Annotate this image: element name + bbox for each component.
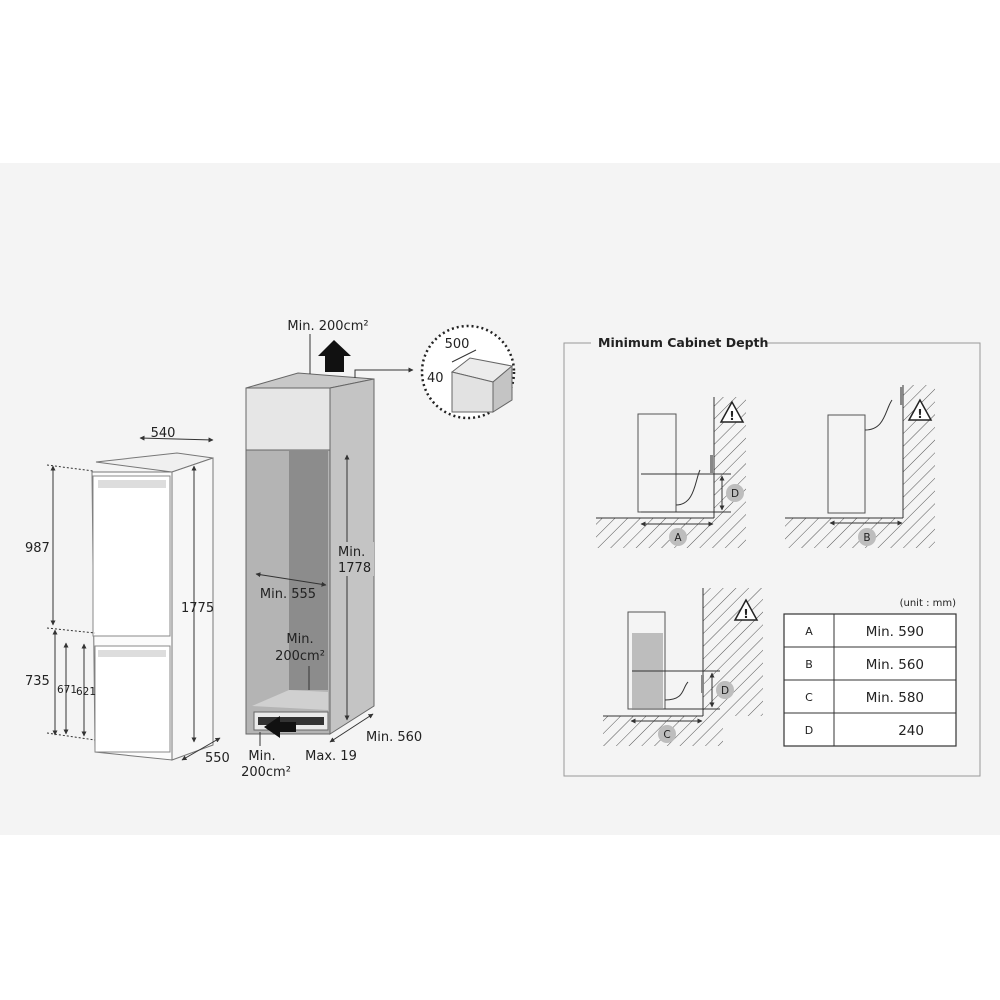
svg-text:!: ! bbox=[729, 409, 734, 423]
unit-label: (unit : mm) bbox=[900, 598, 956, 609]
table-key: D bbox=[805, 724, 813, 737]
table-key: C bbox=[805, 691, 813, 704]
top-vent-label: Min. 200cm² bbox=[287, 319, 368, 334]
panel-title: Minimum Cabinet Depth bbox=[598, 335, 768, 350]
warning-icon: ! bbox=[719, 400, 745, 423]
rear-vent-label-line1: Min. bbox=[286, 632, 313, 647]
upper-handle bbox=[98, 480, 166, 488]
plinth-label: Max. 19 bbox=[305, 749, 357, 764]
svg-text:!: ! bbox=[743, 607, 748, 621]
cabinet-depth-label: Min. 560 bbox=[366, 730, 422, 745]
cabinet-back-panel bbox=[289, 450, 328, 690]
rear-vent-label-line2: 200cm² bbox=[275, 649, 325, 664]
lower-dim-671-label: 671 bbox=[57, 684, 77, 696]
fridge-width-label: 540 bbox=[151, 426, 176, 441]
marker-c: C bbox=[663, 729, 670, 741]
cabinet-width-label: Min. 555 bbox=[260, 587, 316, 602]
detail-height-label: 40 bbox=[427, 371, 444, 386]
svg-text:!: ! bbox=[917, 407, 922, 421]
bottom-airflow-arrow-icon bbox=[264, 716, 296, 738]
fridge-height-label: 1775 bbox=[181, 601, 214, 616]
detail-width-label: 500 bbox=[445, 337, 470, 352]
marker-b: B bbox=[863, 532, 870, 544]
fridge-dimensions: 540 987 735 671 621 1775 550 bbox=[25, 426, 230, 766]
upper-door bbox=[92, 475, 171, 637]
lower-door bbox=[94, 645, 171, 753]
table-value: Min. 580 bbox=[866, 690, 924, 706]
depth-table: A Min. 590 B Min. 560 C Min. 580 D 240 bbox=[783, 613, 957, 747]
cabinet-top-box bbox=[245, 387, 331, 451]
table-key: B bbox=[805, 658, 813, 671]
warning-icon: ! bbox=[733, 598, 759, 621]
marker-d: D bbox=[731, 488, 739, 500]
fridge-depth-label: 550 bbox=[205, 751, 230, 766]
upper-door-height-label: 987 bbox=[25, 541, 50, 556]
lower-door-height-label: 735 bbox=[25, 674, 50, 689]
marker-d-c: D bbox=[721, 685, 729, 697]
cabinet-floor bbox=[252, 690, 328, 710]
table-value: Min. 590 bbox=[866, 624, 924, 640]
table-value: Min. 560 bbox=[866, 657, 924, 673]
marker-a: A bbox=[674, 532, 682, 544]
lower-handle bbox=[98, 650, 166, 657]
top-airflow-arrow-icon bbox=[318, 340, 351, 372]
diagram-c: D C ! bbox=[603, 588, 763, 746]
warning-icon: ! bbox=[907, 398, 933, 421]
table-key: A bbox=[805, 625, 813, 638]
table-value: 240 bbox=[898, 723, 924, 739]
cabinet-height-label-line1: Min. bbox=[338, 545, 365, 560]
cabinet-height-label-line2: 1778 bbox=[338, 561, 371, 576]
bottom-vent-label-line2: 200cm² bbox=[241, 765, 291, 780]
cabinet-dimensions: Min. 200cm² 500 40 Min. 1778 Min. 555 Mi… bbox=[241, 319, 516, 780]
lower-dim-621-label: 621 bbox=[76, 686, 96, 698]
bottom-vent-label-line1: Min. bbox=[248, 749, 275, 764]
diagram-a: D A ! bbox=[596, 397, 746, 548]
diagram-b: B ! bbox=[785, 385, 935, 548]
depth-panel: Minimum Cabinet Depth D A ! B ! bbox=[563, 335, 981, 777]
